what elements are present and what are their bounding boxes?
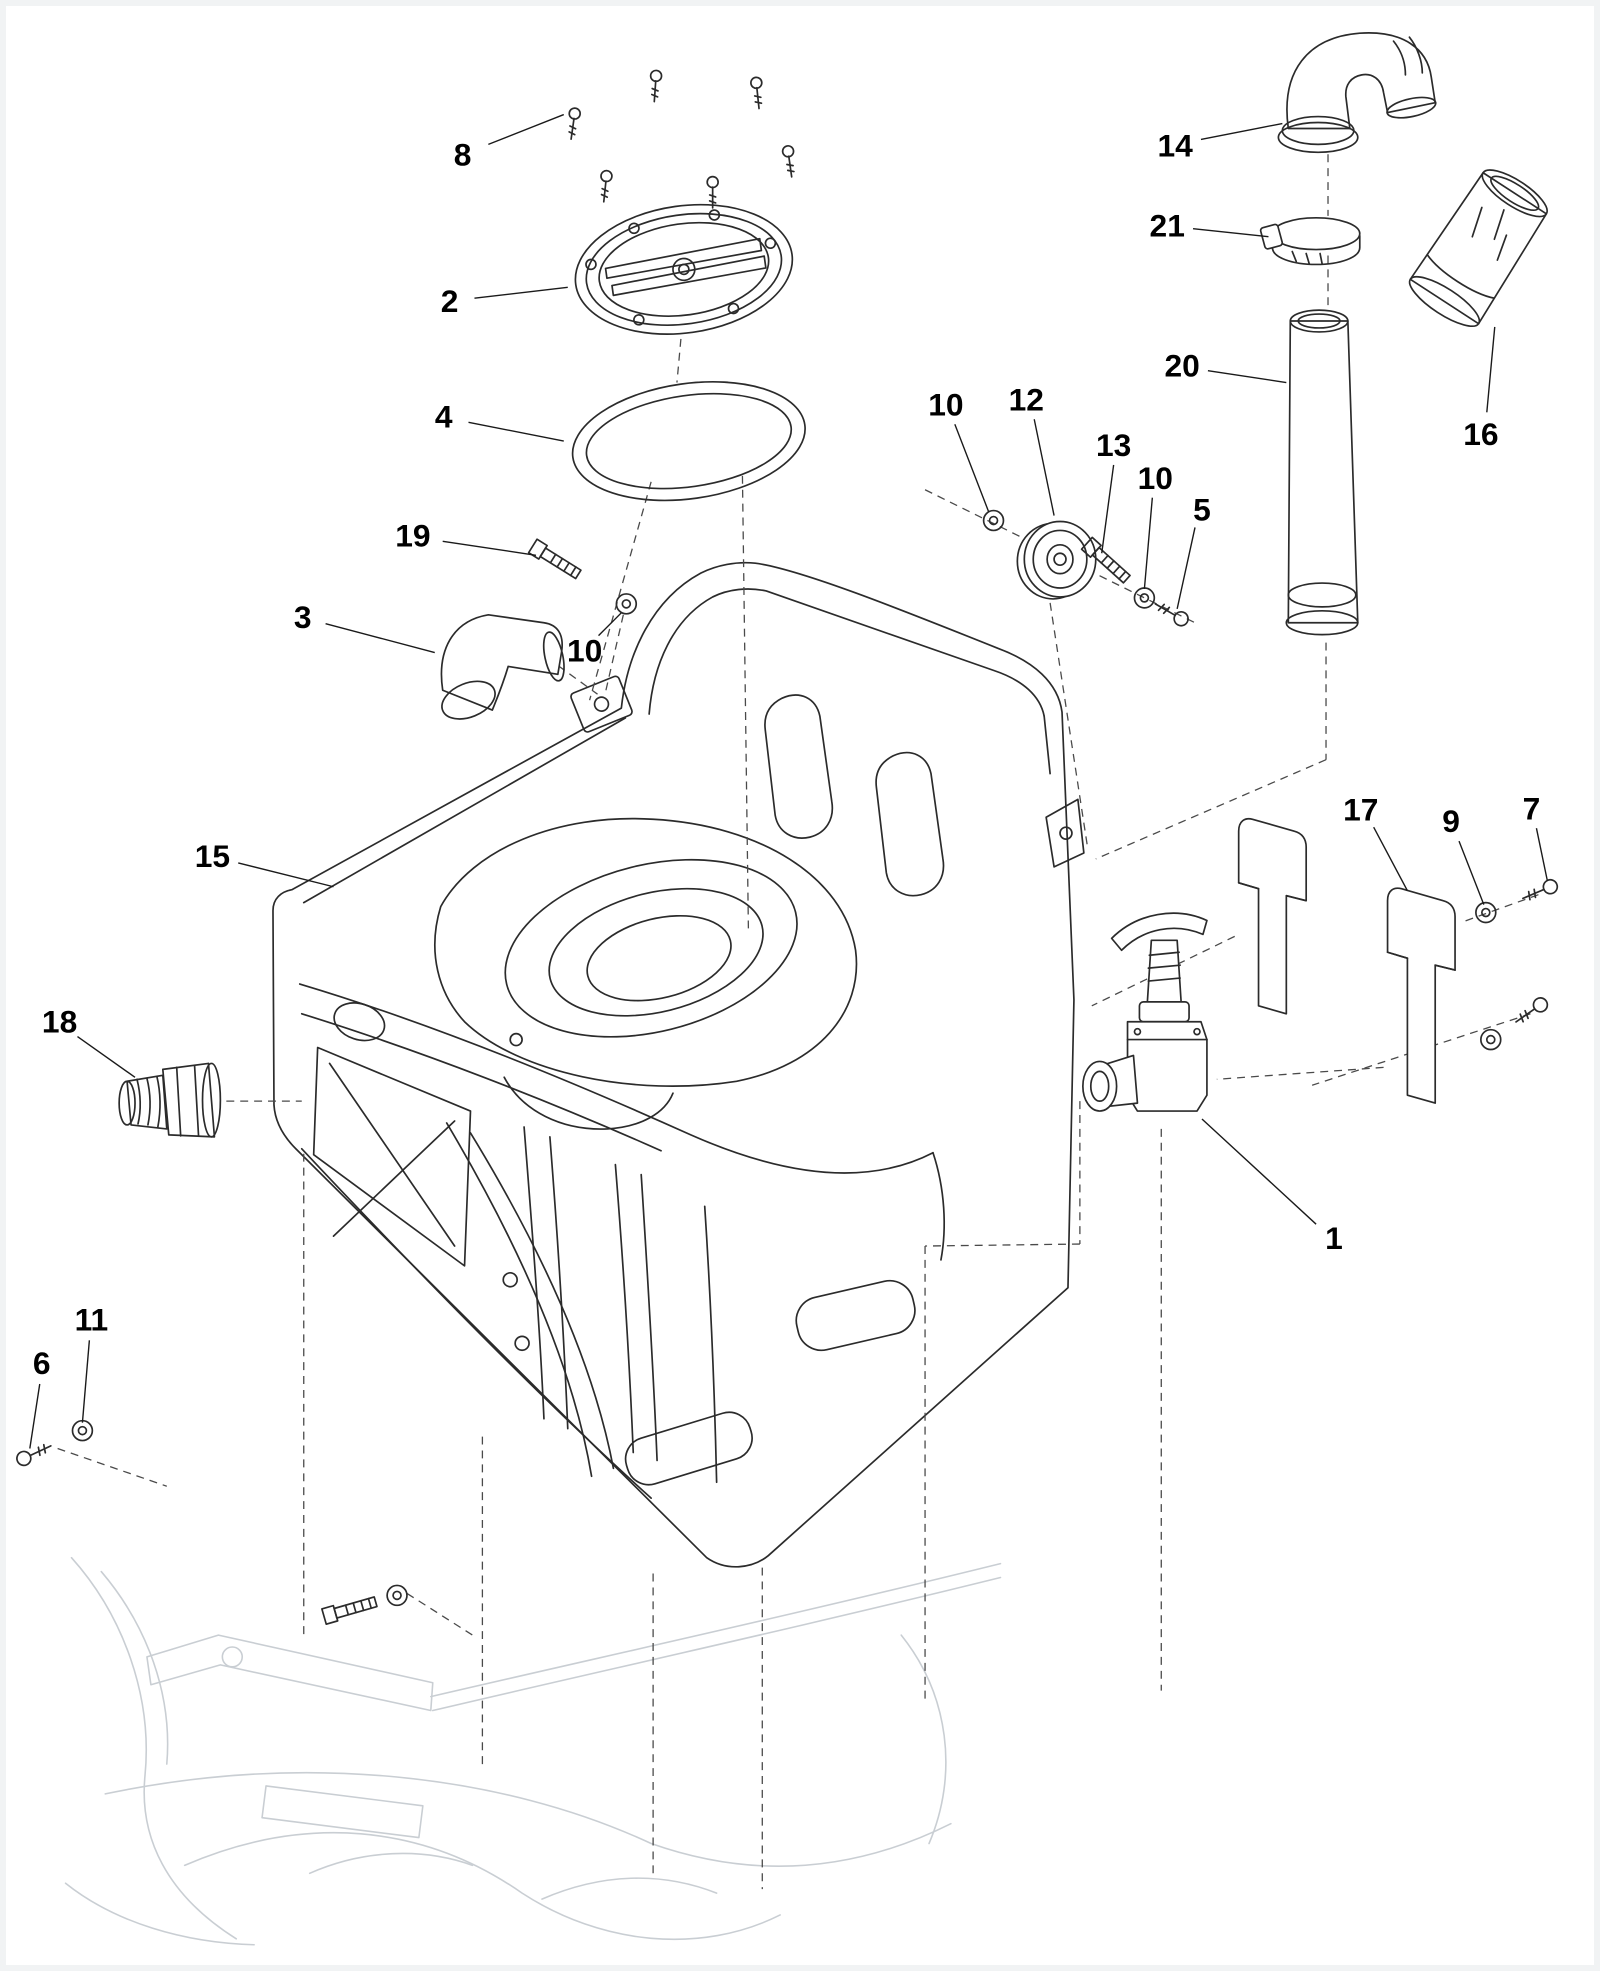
callout-label-20-13: 20 <box>1164 348 1199 384</box>
leader-line-21-12 <box>1192 228 1269 238</box>
leader-line-14-11 <box>1200 122 1283 141</box>
washer-9a-drawing <box>1475 901 1497 924</box>
leader-line-8-0 <box>488 113 565 146</box>
callout-label-5-10: 5 <box>1193 492 1211 528</box>
screw-5-drawing <box>1151 597 1192 630</box>
washer-10c-drawing <box>1133 587 1156 609</box>
callout-label-12-7: 12 <box>1009 381 1044 417</box>
roller-wheel-drawing <box>1016 520 1097 600</box>
screw-7a-drawing <box>1519 876 1561 906</box>
callout-leader-lines <box>29 113 1549 1449</box>
leader-line-18-19 <box>77 1036 136 1078</box>
leader-line-3-4 <box>325 623 435 654</box>
gasket-ring-drawing <box>571 380 806 502</box>
callout-label-19-3: 19 <box>395 517 430 553</box>
leader-line-17-15 <box>1373 826 1409 892</box>
bolt-19-drawing <box>527 538 584 582</box>
washer-9b-drawing <box>1480 1028 1502 1051</box>
callout-label-11-21: 11 <box>75 1301 109 1337</box>
intake-elbow-drawing <box>1277 32 1437 154</box>
callout-label-9-16: 9 <box>1442 803 1460 839</box>
leader-line-1-20 <box>1201 1118 1317 1225</box>
callout-label-17-15: 17 <box>1343 791 1378 827</box>
fuel-cap-drawing <box>574 203 794 335</box>
lower-bolt-drawing <box>321 1593 379 1626</box>
callout-label-10-6: 10 <box>928 386 963 422</box>
leader-line-10-6 <box>954 423 990 512</box>
leader-line-11-21 <box>81 1340 91 1423</box>
leader-line-13-8 <box>1101 464 1115 554</box>
screw-7b-drawing <box>1511 994 1551 1029</box>
leader-line-4-2 <box>468 421 564 442</box>
callout-label-15-18: 15 <box>195 838 230 874</box>
machine-frame-drawing <box>64 1556 1002 1946</box>
lower-washer-drawing <box>386 1584 408 1607</box>
leader-line-6-22 <box>29 1383 41 1449</box>
callout-label-18-19: 18 <box>42 1004 77 1040</box>
callout-label-10-9: 10 <box>1138 460 1173 496</box>
callout-label-2-1: 2 <box>441 283 459 319</box>
leader-line-9-16 <box>1458 840 1485 905</box>
callout-label-7-17: 7 <box>1523 790 1541 826</box>
leader-line-10-9 <box>1143 497 1154 590</box>
fill-tube-drawing <box>1285 309 1359 636</box>
drain-valve-drawing <box>1082 912 1208 1112</box>
leader-line-2-1 <box>474 286 568 299</box>
screw-6-drawing <box>13 1438 55 1469</box>
leader-line-20-13 <box>1207 369 1287 384</box>
callout-label-16-14: 16 <box>1463 416 1498 452</box>
leader-line-19-3 <box>442 540 537 556</box>
callout-label-10-5: 10 <box>567 633 602 669</box>
callout-label-3-4: 3 <box>294 599 312 635</box>
callout-label-13-8: 13 <box>1096 427 1131 463</box>
washer-10a-drawing <box>615 593 638 615</box>
callout-label-8-0: 8 <box>454 136 472 172</box>
callout-label-14-11: 14 <box>1158 127 1194 163</box>
callout-label-4-2: 4 <box>435 398 453 434</box>
leader-line-5-10 <box>1176 527 1196 609</box>
angled-tube-drawing <box>1408 169 1548 327</box>
cap-screws-drawing <box>564 69 798 209</box>
leader-line-7-17 <box>1535 828 1549 881</box>
leader-line-16-14 <box>1486 326 1496 413</box>
washer-11-drawing <box>71 1419 94 1442</box>
mount-bracket-a-drawing <box>1237 817 1308 1015</box>
mount-bracket-b-drawing <box>1386 887 1456 1104</box>
leader-line-10-5 <box>598 612 622 637</box>
tank-body-drawing <box>272 561 1085 1568</box>
callout-label-1-20: 1 <box>1325 1220 1343 1256</box>
elbow-fitting-drawing <box>440 613 565 720</box>
tank-fitting-drawing <box>118 1062 222 1138</box>
callout-label-6-22: 6 <box>33 1345 51 1381</box>
callout-label-21-12: 21 <box>1150 208 1185 244</box>
leader-line-12-7 <box>1033 419 1055 516</box>
hose-clamp-drawing <box>1259 216 1361 266</box>
washer-10b-drawing <box>982 509 1005 532</box>
leader-line-15-18 <box>238 862 334 888</box>
